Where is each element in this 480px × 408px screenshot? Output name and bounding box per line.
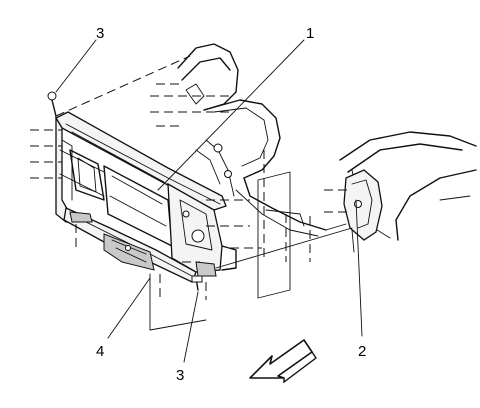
alignment-lines (30, 55, 352, 300)
leader-lines (55, 39, 363, 363)
radiator-support (55, 111, 237, 283)
lower-bolt (191, 275, 203, 291)
callout-3-lower: 3 (176, 367, 184, 384)
callout-3-upper: 3 (96, 25, 104, 42)
reference-lines (149, 171, 355, 331)
callout-4: 4 (96, 343, 104, 360)
callout-1: 1 (306, 25, 314, 42)
upper-bolt (47, 91, 57, 117)
callout-2: 2 (358, 343, 366, 360)
front-direction-arrow-icon (249, 339, 317, 384)
bolt-icon (47, 91, 57, 101)
left-inner-fender (177, 43, 327, 237)
right-fender (325, 131, 477, 241)
